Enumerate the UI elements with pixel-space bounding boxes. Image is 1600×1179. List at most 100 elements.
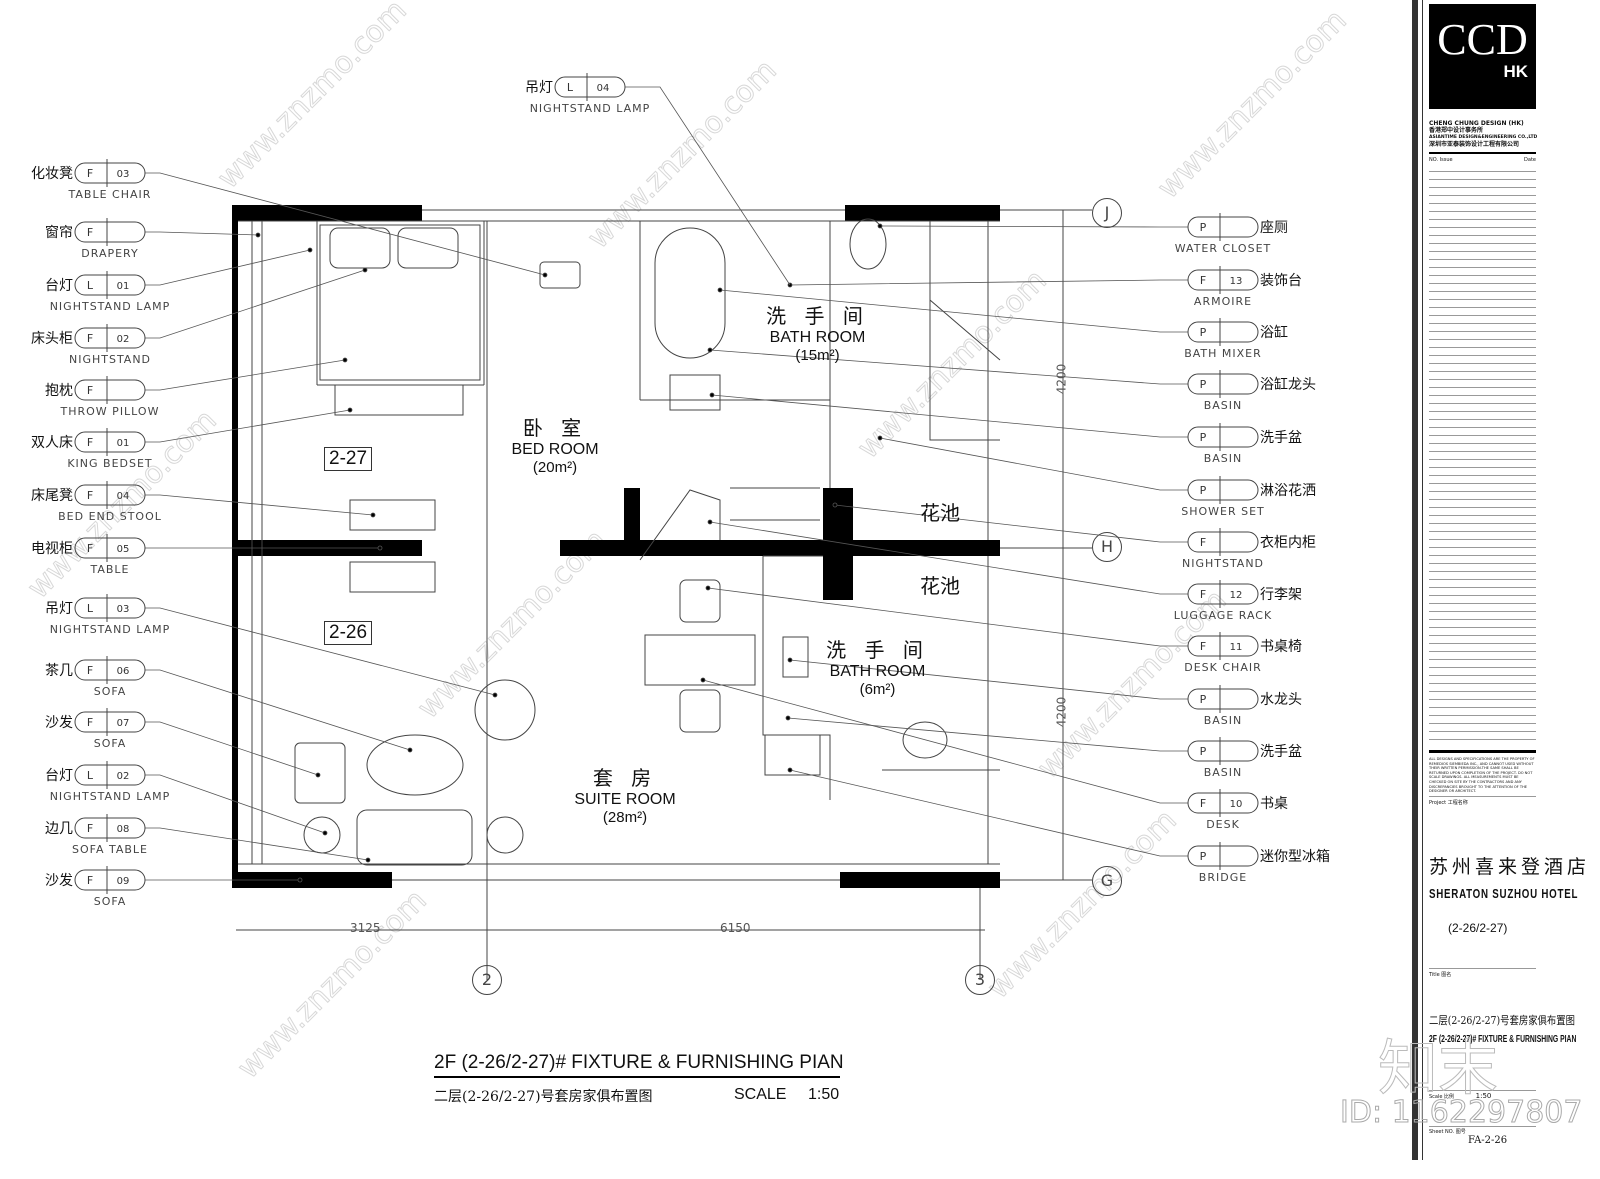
room-en: SUITE ROOM <box>574 791 676 808</box>
leader-dot <box>877 223 883 229</box>
tag-en: BASIN <box>1204 766 1243 779</box>
tag-type: F <box>1200 588 1206 601</box>
tag-basin: P BASIN 水龙头 <box>1187 685 1302 727</box>
tag-zh: 书桌 <box>1260 796 1288 812</box>
tag-type: F <box>87 226 93 239</box>
tag-zh: 装饰台 <box>1260 273 1302 289</box>
leader-line <box>145 721 319 776</box>
issue-label: NO. Issue <box>1429 157 1453 163</box>
wall <box>624 488 640 556</box>
tag-outline <box>554 76 626 98</box>
leader-dot <box>707 519 713 525</box>
tag-en: SOFA <box>94 737 126 750</box>
leader-line <box>834 504 1188 543</box>
leader-line <box>709 521 1188 595</box>
leader-line <box>709 349 1188 385</box>
firm-zh: 香港郑中设计事务所 <box>1429 127 1484 134</box>
room-zh: 洗 手 间 <box>826 638 929 662</box>
leader-line <box>145 172 546 276</box>
disclaimer: ALL DESIGNS AND SPECIFICATIONS ARE THE P… <box>1429 750 1536 794</box>
leader-dot <box>407 747 413 753</box>
leader-dot <box>787 767 793 773</box>
sheet-label: Sheet NO. 图号 <box>1429 1126 1536 1135</box>
leader-line <box>711 394 1188 438</box>
title-zh: 二层(2-26/2-27)号套房家俱布置图 <box>1429 1014 1575 1027</box>
tag-zh: 台灯 <box>45 768 73 784</box>
leader-line <box>145 231 259 236</box>
tag-outline <box>1187 792 1259 814</box>
tag-code: 01 <box>117 281 130 292</box>
tag-zh: 洗手盆 <box>1260 430 1302 446</box>
tag-type: P <box>1200 693 1207 706</box>
tag-zh: 衣柜内柜 <box>1260 535 1316 551</box>
leader-line <box>789 659 1188 700</box>
tag-en: BATH MIXER <box>1184 347 1262 360</box>
tag-zh: 书桌椅 <box>1260 639 1302 655</box>
tag-outline <box>74 274 146 296</box>
tag-code: 07 <box>117 718 130 729</box>
tag-code: 03 <box>117 169 130 180</box>
tag-outline <box>74 327 146 349</box>
leader-dot <box>370 512 376 518</box>
room-area: (28m²) <box>602 809 648 826</box>
tag-zh: 床头柜 <box>31 331 73 347</box>
tag-outline <box>1187 321 1259 343</box>
tag-zh: 水龙头 <box>1260 692 1302 708</box>
tag-en: NIGHTSTAND LAMP <box>530 102 651 115</box>
tag-code: 06 <box>117 666 130 677</box>
tag-code: 09 <box>117 876 130 887</box>
leader-dot <box>492 692 498 698</box>
plan-line <box>639 221 830 401</box>
leader-line <box>789 279 1188 286</box>
dimension-bottom-left: 3125 <box>350 921 381 935</box>
wall <box>560 540 1000 556</box>
leader-line <box>879 437 1188 491</box>
tag-en: TABLE CHAIR <box>68 188 152 201</box>
project-zh: 苏州喜来登酒店 <box>1429 856 1591 878</box>
scale-value: 1:50 <box>808 1086 840 1103</box>
ccd-logo: CCD HK <box>1429 4 1536 109</box>
leader-dot <box>315 772 321 778</box>
wall <box>232 205 252 215</box>
tag-code: 04 <box>597 83 610 94</box>
tag-zh: 吊灯 <box>525 80 553 96</box>
tag-outline <box>1187 216 1259 238</box>
tag-en: BED END STOOL <box>58 510 162 523</box>
tag-zh: 行李架 <box>1260 587 1302 603</box>
tag-en: TABLE <box>89 563 129 576</box>
tag-outline <box>74 659 146 681</box>
tag-en: NIGHTSTAND LAMP <box>50 300 171 313</box>
drawing-title-zh: 二层(2-26/2-27)号套房家俱布置图 <box>434 1089 653 1105</box>
room-en: BATH ROOM <box>829 663 926 680</box>
watermark-text: www.znzmo.com <box>231 883 434 1086</box>
firm-zh2: 深圳市亚泰装饰设计工程有限公司 <box>1429 141 1520 148</box>
leader-line <box>787 717 1188 752</box>
tag-zh: 吊灯 <box>45 601 73 617</box>
leader-line <box>145 669 411 751</box>
leader-line <box>789 769 1188 857</box>
leader-dot <box>785 715 791 721</box>
tag-type: P <box>1200 745 1207 758</box>
tag-outline <box>74 711 146 733</box>
tag-code: 08 <box>117 824 130 835</box>
tag-en: BASIN <box>1204 714 1243 727</box>
dimension-right-upper: 4200 <box>1054 363 1069 395</box>
leader-dot <box>877 435 883 441</box>
drawing-title: 2F (2-26/2-27)# FIXTURE & FURNISHING PIA… <box>434 1052 844 1078</box>
tag-type: F <box>87 542 93 555</box>
tag-outline <box>74 597 146 619</box>
leader-dot <box>322 830 328 836</box>
pillow <box>329 227 391 269</box>
coffee-table <box>366 734 464 796</box>
grid-bubble-2: 2 <box>472 965 502 995</box>
tag-outline <box>74 817 146 839</box>
tag-code: 02 <box>117 334 130 345</box>
